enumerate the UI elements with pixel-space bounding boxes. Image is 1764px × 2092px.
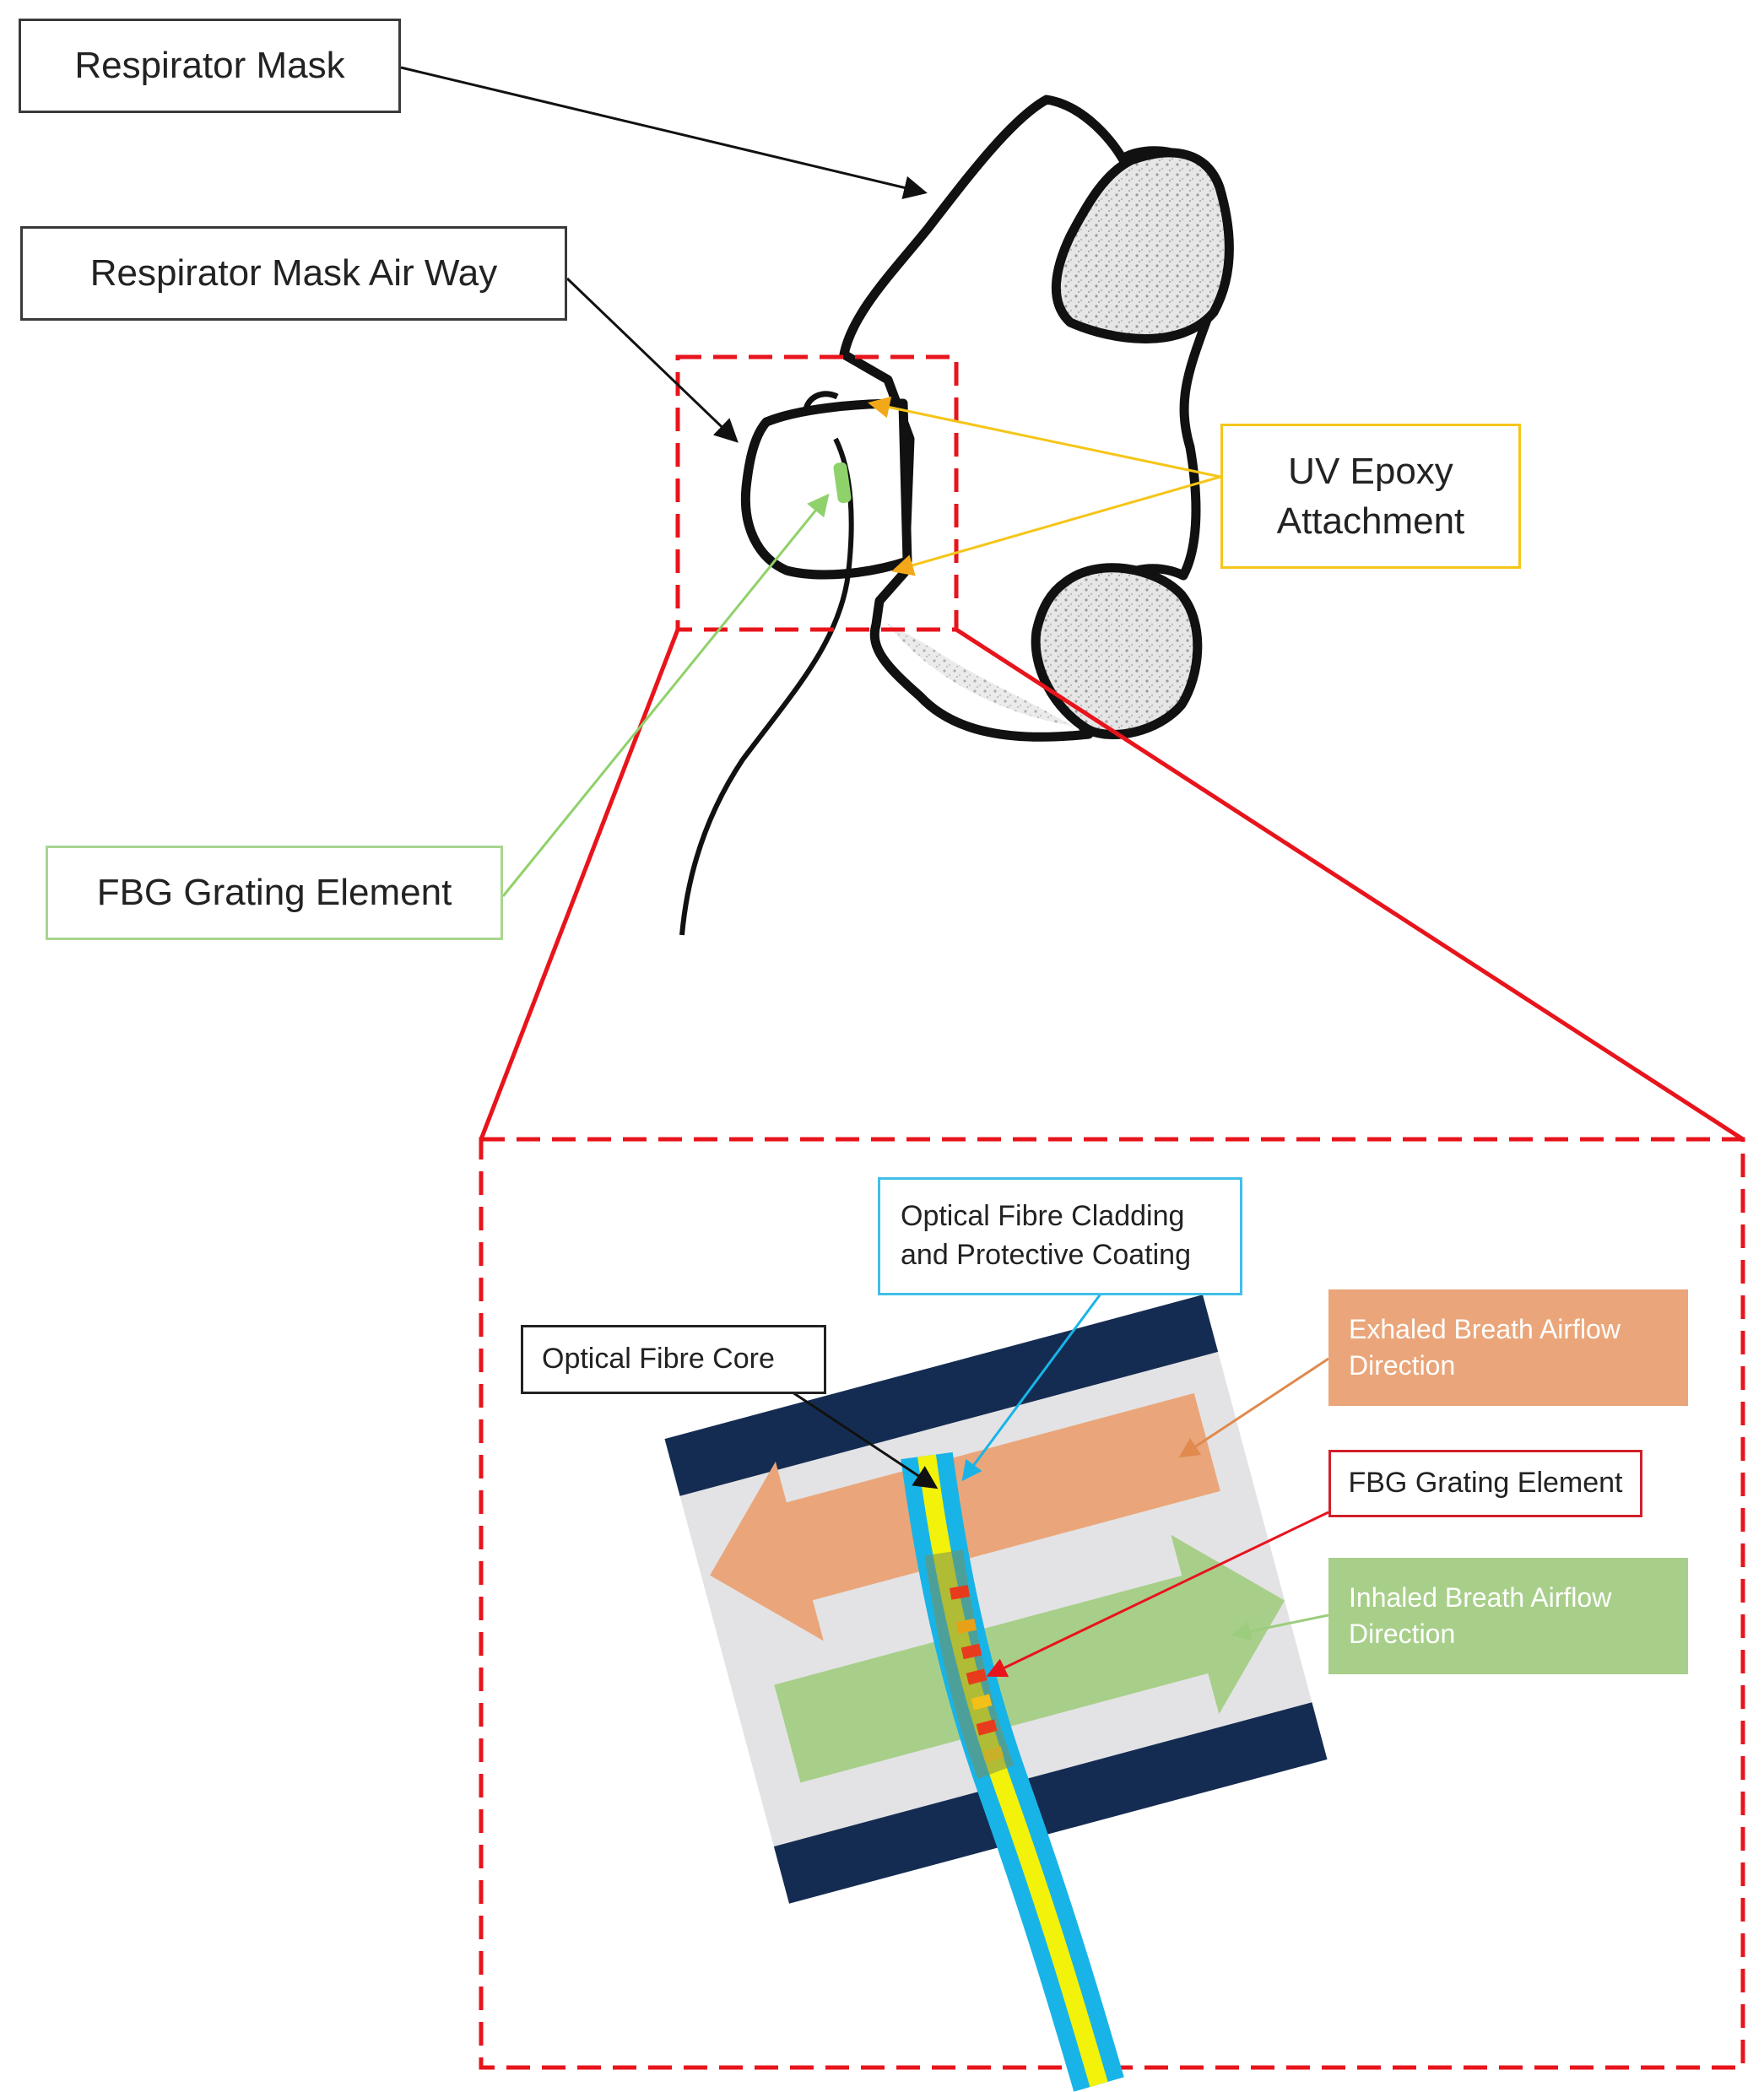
label-exhaled-airflow: Exhaled Breath Airflow Direction (1328, 1289, 1688, 1406)
inset-fibre-group (901, 1451, 1124, 2092)
fbg-grating-marker (833, 462, 852, 504)
mask-air-way-tube (740, 398, 912, 580)
zoom-region-small (675, 354, 959, 632)
label-fbg-grating-top: FBG Grating Element (46, 846, 503, 940)
mask-lower-cartridge (1031, 563, 1203, 739)
label-uv-epoxy: UV Epoxy Attachment (1220, 424, 1521, 569)
label-cladding: Optical Fibre Cladding and Protective Co… (878, 1177, 1242, 1295)
optical-fibre-line (679, 437, 854, 936)
exhaled-airflow-arrow (710, 1392, 1220, 1641)
mask-upper-cartridge (1051, 148, 1234, 343)
arrow-uv-epoxy-top (868, 396, 1221, 478)
arrow-uv-epoxy-bottom (891, 475, 1221, 576)
inhaled-airflow-arrow (774, 1534, 1285, 1783)
inset-tube-group (664, 1295, 1328, 1904)
respirator-mask-drawing (679, 95, 1234, 936)
arrow-exhaled (1178, 1357, 1329, 1458)
arrow-respirator-mask (400, 66, 928, 200)
label-air-way: Respirator Mask Air Way (20, 226, 567, 321)
arrow-cladding (961, 1292, 1103, 1482)
tube-wall-bottom (773, 1702, 1328, 1904)
arrow-fbg-top (501, 493, 830, 897)
mask-lower-shading (886, 623, 1072, 726)
mask-air-way-tab (803, 391, 839, 411)
arrow-fibre-core (784, 1386, 939, 1489)
label-inhaled-airflow: Inhaled Breath Airflow Direction (1328, 1558, 1688, 1674)
arrow-fbg-inset (986, 1511, 1329, 1678)
grating-segments (949, 1585, 1004, 1763)
fibre-grating-overlay (924, 1549, 1015, 1780)
arrow-inhaled (1231, 1614, 1329, 1641)
zoom-connector-right (955, 627, 1745, 1142)
arrow-air-way (565, 277, 739, 443)
label-fibre-core: Optical Fibre Core (521, 1325, 826, 1394)
zoom-connector-left (479, 629, 680, 1140)
tube-wall-top (664, 1295, 1219, 1496)
label-fbg-grating-inset: FBG Grating Element (1328, 1450, 1642, 1517)
label-respirator-mask: Respirator Mask (19, 19, 401, 113)
